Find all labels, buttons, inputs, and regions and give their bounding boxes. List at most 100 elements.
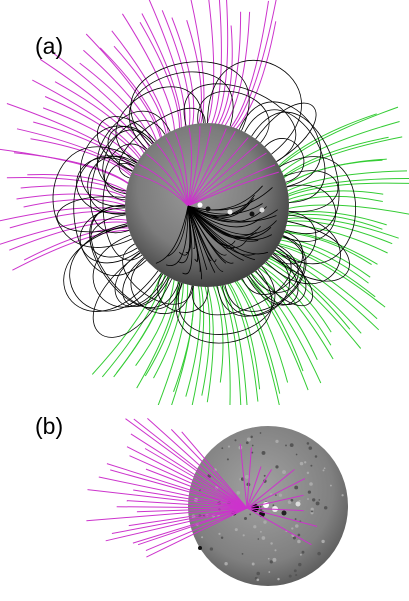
closed-field-loop bbox=[187, 205, 227, 264]
magnetogram-noise bbox=[227, 445, 231, 448]
open-field-line bbox=[20, 185, 128, 199]
magnetogram-noise bbox=[282, 470, 286, 475]
open-field-line bbox=[187, 164, 276, 207]
magnetogram-noise bbox=[323, 506, 328, 510]
open-field-line bbox=[148, 0, 186, 129]
magnetogram-noise bbox=[277, 577, 280, 581]
magnetogram-noise bbox=[209, 547, 214, 551]
open-field-line bbox=[246, 447, 252, 509]
open-field-line bbox=[220, 11, 242, 127]
open-field-line bbox=[286, 211, 387, 226]
open-field-line bbox=[276, 244, 386, 308]
magnetogram-noise bbox=[312, 498, 316, 502]
open-field-line bbox=[144, 448, 248, 509]
closed-field-loop bbox=[264, 138, 305, 183]
closed-field-loop bbox=[187, 205, 277, 222]
closed-field-loop bbox=[221, 253, 290, 317]
magnetogram-noise bbox=[301, 550, 305, 554]
closed-field-loop bbox=[275, 156, 356, 265]
closed-field-loop bbox=[187, 205, 257, 239]
open-field-line bbox=[99, 47, 163, 139]
open-field-line bbox=[253, 269, 318, 361]
magnetogram-noise bbox=[275, 439, 279, 444]
open-field-line bbox=[262, 261, 332, 333]
magnetogram-noise bbox=[244, 474, 249, 479]
open-field-line bbox=[284, 225, 388, 254]
magnetogram-noise bbox=[315, 501, 320, 506]
magnetogram-noise bbox=[242, 534, 245, 537]
closed-field-loop bbox=[250, 244, 299, 293]
open-field-line bbox=[16, 128, 134, 176]
magnetogram-noise bbox=[295, 524, 299, 528]
open-field-line bbox=[130, 433, 248, 509]
open-field-line bbox=[286, 190, 384, 201]
open-field-line bbox=[32, 79, 143, 159]
open-field-line bbox=[110, 469, 248, 509]
open-field-line bbox=[111, 507, 248, 534]
open-field-line bbox=[9, 210, 128, 229]
open-field-line bbox=[0, 148, 130, 186]
closed-field-loop bbox=[56, 196, 128, 233]
open-field-line bbox=[145, 468, 248, 509]
panel-a: (a) bbox=[0, 0, 409, 405]
open-field-line bbox=[259, 264, 332, 346]
open-field-line bbox=[285, 217, 399, 239]
panel-b: (b) bbox=[0, 405, 409, 601]
open-field-line bbox=[156, 143, 189, 207]
open-field-line bbox=[146, 507, 248, 558]
magnetogram-noise bbox=[310, 464, 313, 467]
open-field-line bbox=[116, 506, 248, 509]
open-field-line bbox=[121, 13, 176, 132]
open-field-line bbox=[138, 164, 189, 207]
closed-field-loop bbox=[187, 205, 228, 247]
magnetogram-noise bbox=[234, 528, 238, 532]
open-field-line bbox=[187, 127, 193, 207]
magnetogram-noise bbox=[250, 435, 253, 439]
open-field-line bbox=[44, 96, 142, 161]
closed-field-loop bbox=[282, 184, 336, 242]
open-field-line bbox=[226, 282, 259, 402]
open-field-line bbox=[210, 0, 222, 126]
magnetogram-noise bbox=[246, 485, 248, 488]
magnetogram-noise bbox=[269, 560, 273, 564]
open-field-line bbox=[273, 249, 378, 320]
open-field-line bbox=[286, 213, 383, 230]
closed-field-loop bbox=[251, 111, 340, 234]
closed-field-loop bbox=[283, 170, 339, 212]
magnetogram-noise bbox=[256, 578, 260, 582]
open-field-line bbox=[246, 478, 306, 509]
closed-field-loop bbox=[271, 211, 317, 265]
open-field-line bbox=[174, 132, 189, 207]
open-field-line bbox=[187, 143, 258, 207]
magnetogram-noise bbox=[292, 536, 296, 540]
open-field-line bbox=[133, 418, 248, 509]
magnetic-spot bbox=[259, 207, 265, 213]
closed-field-loop bbox=[255, 102, 317, 162]
open-field-line bbox=[246, 466, 262, 509]
closed-field-loop bbox=[97, 116, 156, 172]
open-field-line bbox=[217, 25, 233, 126]
open-field-line bbox=[246, 507, 304, 512]
open-field-line bbox=[282, 231, 372, 266]
closed-field-loop bbox=[157, 273, 209, 313]
open-field-line bbox=[147, 418, 248, 509]
open-field-line bbox=[187, 171, 279, 207]
magnetogram-noise bbox=[221, 447, 224, 450]
magnetogram-noise bbox=[322, 469, 325, 472]
magnetogram-noise bbox=[241, 553, 244, 555]
open-field-line bbox=[6, 103, 137, 170]
closed-field-loop bbox=[187, 203, 263, 215]
magnetogram-noise bbox=[268, 571, 271, 573]
open-field-line bbox=[181, 431, 248, 509]
open-field-line bbox=[246, 507, 312, 546]
magnetogram-noise bbox=[294, 485, 299, 490]
open-field-line bbox=[257, 266, 334, 360]
open-field-line bbox=[187, 128, 227, 207]
magnetic-spot bbox=[197, 202, 203, 208]
magnetogram-noise bbox=[314, 455, 318, 458]
open-field-line bbox=[126, 500, 248, 509]
open-field-line bbox=[277, 106, 399, 169]
open-field-line bbox=[206, 284, 214, 403]
open-field-line bbox=[129, 455, 248, 509]
magnetogram-noise bbox=[288, 574, 292, 578]
